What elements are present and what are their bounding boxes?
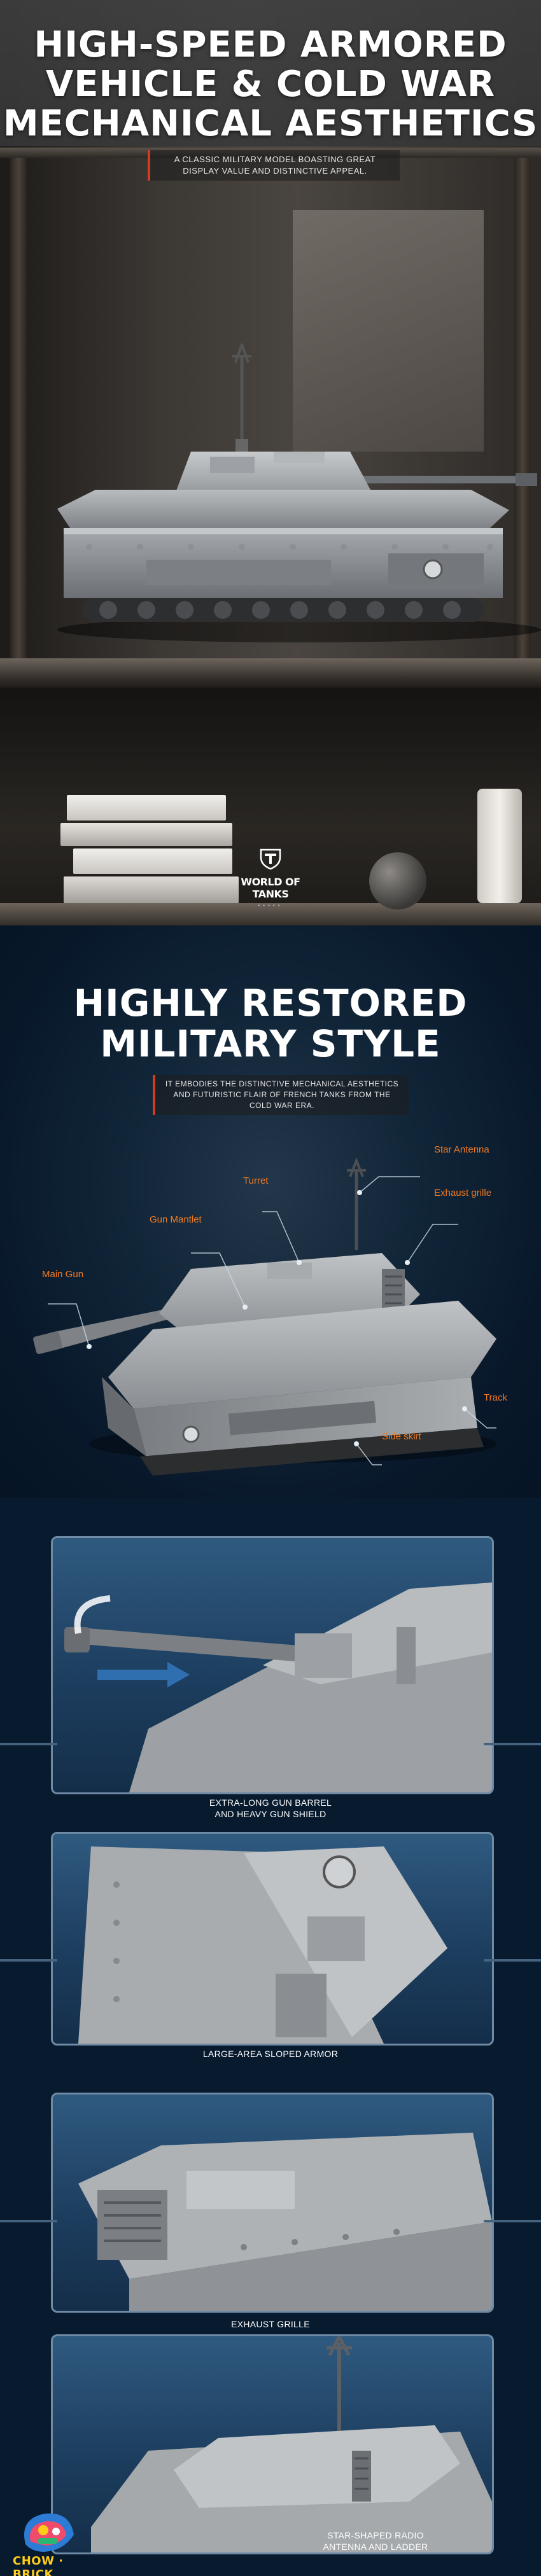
shelf-bottom xyxy=(0,903,541,925)
chow-brick-brand: CHOW · BRICK xyxy=(13,2506,89,2576)
callout-main-gun: Main Gun xyxy=(42,1269,84,1280)
panel-wing-left xyxy=(0,1959,57,1962)
caption-line-1: STAR-SHAPED RADIO xyxy=(327,2530,424,2540)
exhaust-grille-closeup xyxy=(78,2133,492,2311)
callout-exhaust-grille: Exhaust grille xyxy=(434,1188,492,1198)
detail-panel-gun-barrel: EXTRA-LONG GUN BARREL AND HEAVY GUN SHIE… xyxy=(51,1536,494,1819)
annotated-tank-illustration xyxy=(33,1157,496,1476)
world-of-tanks-logo: WORLD OF TANKS ••••• xyxy=(239,846,302,916)
style-title-line-2: MILITARY STYLE xyxy=(100,1022,441,1065)
panel-caption: LARGE-AREA SLOPED ARMOR xyxy=(51,2048,490,2060)
brand-name: CHOW · BRICK xyxy=(13,2554,64,2576)
panel-wing-right xyxy=(484,1959,541,1962)
shelf-middle xyxy=(0,658,541,688)
decor-sphere xyxy=(369,852,426,910)
panel-wing-right xyxy=(484,2220,541,2222)
sloped-armor-closeup xyxy=(78,1846,447,2044)
hero-section: HIGH-SPEED ARMORED VEHICLE & COLD WAR ME… xyxy=(0,0,541,925)
detail-panel-exhaust-grille: EXHAUST GRILLE xyxy=(51,2093,494,2334)
panel-frame xyxy=(51,1832,494,2046)
hero-tagline: A classic military model boasting great … xyxy=(148,150,400,181)
caption-line-1: LARGE-AREA SLOPED ARMOR xyxy=(202,2049,339,2059)
panel-frame xyxy=(51,2093,494,2313)
gun-barrel-closeup xyxy=(64,1582,492,1792)
military-style-section: HIGHLY RESTORED MILITARY STYLE It embodi… xyxy=(0,925,541,1498)
caption-line-2: AND HEAVY GUN SHIELD xyxy=(214,1809,327,1819)
callout-gun-mantlet: Gun Mantlet xyxy=(150,1214,202,1225)
panel-frame xyxy=(51,1536,494,1794)
style-title-line-1: HIGHLY RESTORED xyxy=(73,981,468,1025)
hero-title-line-3: MECHANICAL AESTHETICS xyxy=(3,103,538,144)
detail-panel-radio-antenna: STAR-SHAPED RADIO ANTENNA AND LADDER xyxy=(51,2334,494,2576)
book-stack xyxy=(60,795,239,903)
panel-wing-right xyxy=(484,1743,541,1745)
hero-title-line-2: VEHICLE & COLD WAR xyxy=(45,64,496,105)
style-tagline: It embodies the distinctive mechanical a… xyxy=(153,1075,409,1115)
panel-frame xyxy=(51,2334,494,2554)
radio-antenna-closeup xyxy=(91,2336,492,2552)
style-title: HIGHLY RESTORED MILITARY STYLE xyxy=(0,983,541,1064)
callout-side-skirt: Side skirt xyxy=(382,1431,421,1442)
tank-emblem-icon xyxy=(260,848,281,870)
panel-wing-left xyxy=(0,2220,57,2222)
caption-line-1: EXTRA-LONG GUN BARREL xyxy=(209,1797,332,1808)
hero-title-line-1: HIGH-SPEED ARMORED xyxy=(34,24,507,66)
brand-mascot-icon xyxy=(24,2513,74,2552)
panel-caption: EXTRA-LONG GUN BARREL AND HEAVY GUN SHIE… xyxy=(51,1797,490,1820)
panel-caption: STAR-SHAPED RADIO ANTENNA AND LADDER xyxy=(280,2530,471,2552)
hero-tank-illustration xyxy=(57,343,541,642)
panel-wing-left xyxy=(0,1743,57,1745)
callout-star-antenna: Star Antenna xyxy=(434,1144,489,1155)
decor-vase-white xyxy=(477,789,522,903)
caption-line-2: ANTENNA AND LADDER xyxy=(323,2542,428,2552)
caption-line-1: EXHAUST GRILLE xyxy=(231,2319,310,2329)
callout-turret: Turret xyxy=(243,1175,269,1186)
logo-dots: ••••• xyxy=(258,903,283,908)
panel-caption: EXHAUST GRILLE xyxy=(51,2318,490,2330)
window-light xyxy=(293,210,484,452)
logo-text: WORLD OF TANKS xyxy=(241,876,300,900)
hero-title: HIGH-SPEED ARMORED VEHICLE & COLD WAR ME… xyxy=(0,25,541,144)
detail-panel-sloped-armor: LARGE-AREA SLOPED ARMOR xyxy=(51,1832,494,2074)
callout-track: Track xyxy=(484,1392,507,1403)
